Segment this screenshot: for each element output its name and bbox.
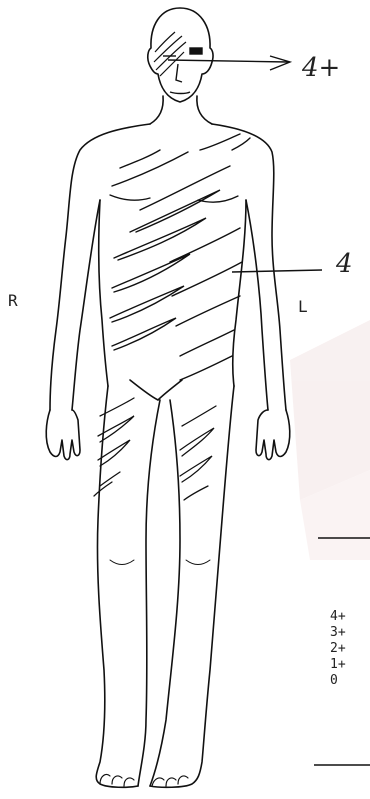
legend-item: 1+ (330, 657, 346, 672)
face-features (163, 48, 202, 94)
torso-right-side (50, 124, 150, 410)
legend-item: 4+ (330, 609, 346, 624)
head-pointer-arrow (168, 56, 290, 70)
watermark-logo (290, 320, 370, 560)
left-side-label: L (298, 297, 308, 316)
right-leg-outline (96, 386, 138, 787)
grading-legend: 4+ 3+ 2+ 1+ 0 (330, 609, 346, 688)
head-grade-annotation: 4+ (301, 53, 340, 83)
left-hand (256, 410, 290, 460)
body-outline (46, 8, 290, 787)
right-side-label: R (8, 291, 18, 310)
body-grade-annotation: 4 (335, 249, 353, 279)
right-hand (46, 410, 80, 460)
neck-outline (150, 96, 163, 124)
legend-item: 2+ (330, 641, 346, 656)
left-leg-outline (150, 386, 234, 787)
body-pointer-line (232, 270, 322, 272)
torso-shading (110, 134, 250, 380)
legend-item: 0 (330, 673, 338, 688)
legend-item: 3+ (330, 625, 346, 640)
head-shading (154, 32, 186, 76)
legs-shading (94, 398, 216, 500)
